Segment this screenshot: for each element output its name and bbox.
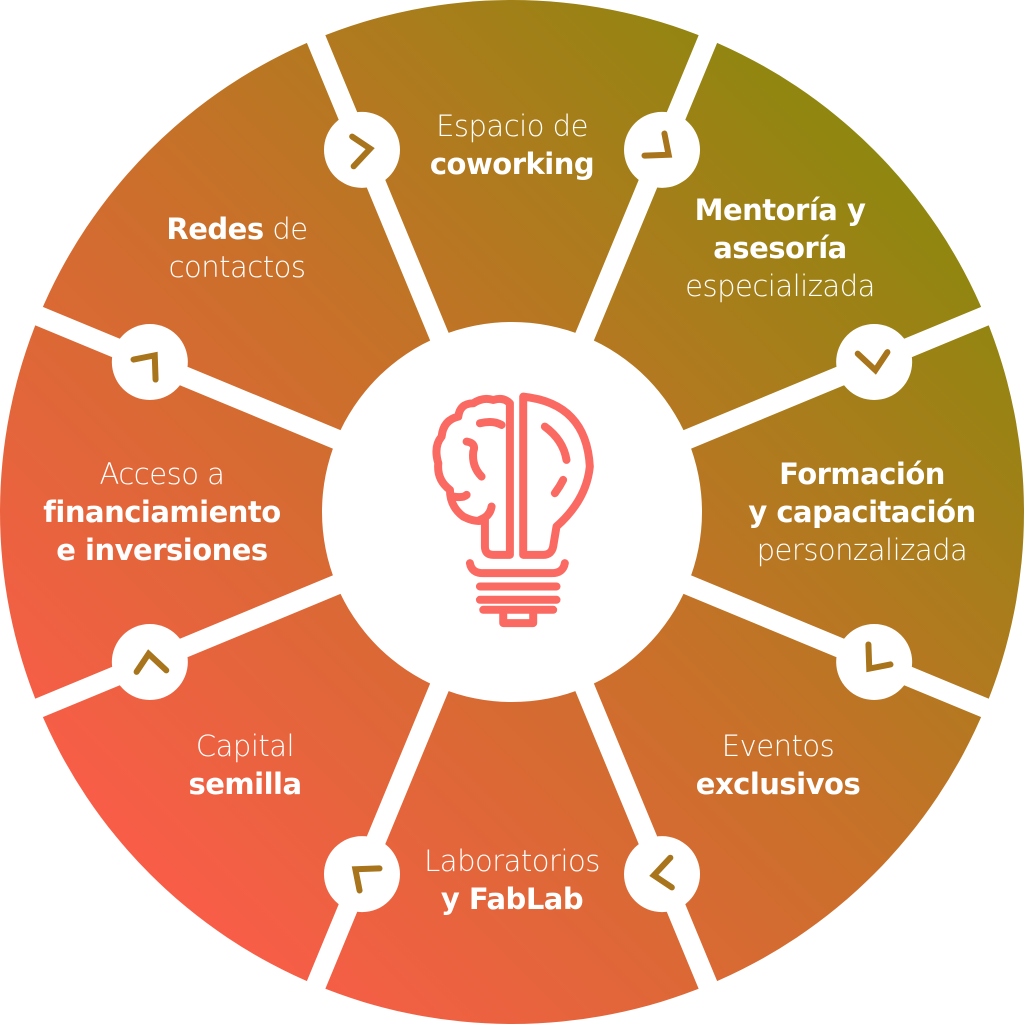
segment-label-eventos: Eventos exclusivos [695,727,861,803]
divider-node [836,624,913,701]
label-line: asesoría [685,229,875,267]
chevron-right-icon [865,641,894,673]
label-text: Acceso a [99,457,225,491]
label-line: semilla [188,765,302,803]
label-line: contactos [166,248,307,286]
label-line: financiamiento [43,493,281,531]
label-line: coworking [429,145,595,183]
label-text: contactos [168,250,306,284]
label-line: Capital [188,727,301,765]
label-text: asesoría [713,231,847,265]
label-text: y FabLab [440,882,584,916]
chevron-right-icon [349,133,375,170]
label-text: financiamiento [43,495,281,529]
brain-lightbulb-icon [432,392,594,628]
chevron-right-icon [649,854,675,891]
label-text: Redes [166,212,264,246]
divider-node [111,624,188,701]
label-text: Formación [779,457,945,491]
chevron-right-icon [130,351,159,383]
label-text: personzalizada [756,533,968,567]
label-line: Formación [748,455,975,493]
segment-label-coworking: Espacio de coworking [429,107,595,183]
divider-node [624,111,701,188]
chevron-right-icon [351,865,383,894]
label-text: e inversiones [56,533,268,567]
label-line: Laboratorios [424,842,600,880]
label-line: e inversiones [43,531,280,569]
divider-node [836,323,913,400]
chevron-right-icon [854,349,891,375]
label-line: exclusivos [695,765,861,803]
segment-label-laboratorios: Laboratorios y FabLab [424,842,600,918]
label-line: Mentoría y [685,191,875,229]
label-line: y FabLab [424,880,600,918]
label-line: Eventos [696,727,860,765]
divider-node [624,836,701,913]
label-line: personzalizada [748,531,975,569]
label-line: Redes de [166,210,308,248]
label-text: especializada [685,269,875,303]
label-line: y capacitación [748,493,976,531]
label-line: especializada [685,267,875,305]
label-text: semilla [188,767,302,801]
divider-node [323,836,400,913]
label-text: exclusivos [695,767,861,801]
label-text: Mentoría y [694,193,866,227]
divider-node [111,323,188,400]
label-text: coworking [429,147,595,181]
segment-label-financiamiento: Acceso a financiamiento e inversiones [43,455,281,569]
label-text: Eventos [721,729,835,763]
segment-label-mentoria: Mentoría y asesoría especializada [685,191,875,305]
label-text: Capital [195,729,295,763]
label-line: Acceso a [43,455,280,493]
segment-label-capital: Capital semilla [188,727,302,803]
chevron-right-icon [133,649,170,675]
label-text: Espacio de [436,109,588,143]
label-line: Espacio de [430,107,594,145]
divider-node [323,111,400,188]
segment-label-formacion: Formación y capacitación personzalizada [748,455,976,569]
chevron-right-icon [641,130,673,159]
label-text: Laboratorios [424,844,600,878]
label-text: y capacitación [748,495,976,529]
label-text: de [263,212,308,246]
